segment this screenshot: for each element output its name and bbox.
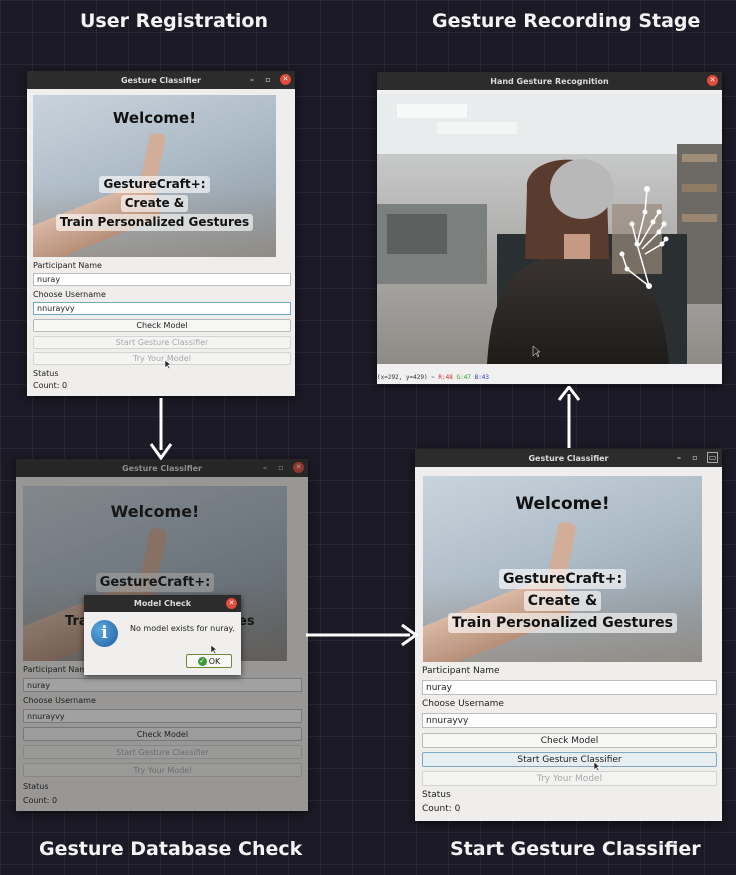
- maximize-icon[interactable]: ▫: [265, 75, 271, 84]
- close-icon[interactable]: ✕: [293, 462, 304, 473]
- close-icon[interactable]: ✕: [280, 74, 291, 85]
- check-model-button[interactable]: Check Model: [23, 727, 302, 741]
- close-icon[interactable]: ✕: [226, 598, 237, 609]
- maximize-icon[interactable]: ▫: [278, 463, 284, 472]
- stage-title-gesture-recording: Gesture Recording Stage: [432, 10, 701, 32]
- start-classifier-button[interactable]: Start Gesture Classifier: [23, 745, 302, 759]
- model-check-dialog: Model Check ✕ i No model exists for nura…: [84, 595, 241, 675]
- minimize-icon[interactable]: –: [250, 75, 254, 84]
- maximize-icon[interactable]: ▫: [692, 453, 698, 462]
- start-classifier-window: Gesture Classifier – ▫ ▭ Welcome! Gestur…: [415, 449, 722, 821]
- cursor-icon: [164, 359, 172, 369]
- participant-name-input[interactable]: nuray: [33, 273, 291, 286]
- status-label: Status: [33, 369, 59, 378]
- check-model-button[interactable]: Check Model: [422, 733, 717, 748]
- camera-feed: [377, 94, 722, 364]
- check-icon: ✓: [197, 656, 207, 666]
- banner-partial-right: es: [238, 614, 255, 629]
- username-label: Choose Username: [23, 696, 96, 705]
- banner-line-train: Train Personalized Gestures: [448, 613, 677, 633]
- window-title: Gesture Classifier: [121, 463, 202, 473]
- cursor-icon: [593, 761, 601, 771]
- participant-name-input[interactable]: nuray: [422, 680, 717, 695]
- pixel-readout: (x=292, y=429) ~ R:48 G:47 B:43: [377, 374, 489, 381]
- participant-name-label: Participant Name: [422, 666, 500, 676]
- welcome-heading: Welcome!: [110, 502, 200, 521]
- start-classifier-button[interactable]: Start Gesture Classifier: [422, 752, 717, 767]
- try-model-button[interactable]: Try Your Model: [33, 352, 291, 365]
- count-label: Count: 0: [23, 796, 58, 805]
- banner-title: GestureCraft+:: [99, 176, 210, 193]
- username-label: Choose Username: [422, 699, 504, 709]
- username-input[interactable]: nnurayvy: [422, 713, 717, 728]
- g-readout: G:47: [456, 374, 471, 381]
- b-readout: B:43: [474, 374, 490, 381]
- stage-title-user-registration: User Registration: [80, 10, 268, 32]
- window-title: Gesture Classifier: [528, 453, 609, 463]
- participant-name-label: Participant Name: [33, 261, 102, 270]
- window-title: Gesture Classifier: [120, 75, 201, 85]
- minimize-icon[interactable]: –: [677, 453, 681, 462]
- try-model-button[interactable]: Try Your Model: [422, 771, 717, 786]
- username-label: Choose Username: [33, 290, 106, 299]
- banner-line-train: Train Personalized Gestures: [55, 214, 254, 231]
- window-titlebar: Gesture Classifier – ▫ ▭: [415, 449, 722, 467]
- status-label: Status: [422, 790, 451, 800]
- check-model-button[interactable]: Check Model: [33, 319, 291, 332]
- participant-name-input[interactable]: nuray: [23, 678, 302, 692]
- count-label: Count: 0: [422, 804, 461, 814]
- banner-title: GestureCraft+:: [95, 573, 215, 592]
- stage-title-database-check: Gesture Database Check: [39, 838, 303, 860]
- username-input[interactable]: nnurayvy: [23, 709, 302, 723]
- status-label: Status: [23, 782, 49, 791]
- dialog-message: No model exists for nuray.: [130, 624, 235, 633]
- participant-name-label: Participant Nam: [23, 665, 88, 674]
- arrow-down: [149, 398, 173, 460]
- window-titlebar: Hand Gesture Recognition ✕: [377, 72, 722, 90]
- banner-line-create: Create &: [523, 591, 602, 611]
- count-label: Count: 0: [33, 381, 68, 390]
- banner-partial-left: Tra: [65, 614, 88, 629]
- arrow-up: [557, 386, 581, 448]
- start-classifier-button[interactable]: Start Gesture Classifier: [33, 336, 291, 349]
- window-titlebar: Gesture Classifier – ▫ ✕: [27, 71, 295, 89]
- welcome-heading: Welcome!: [515, 494, 610, 514]
- stage-title-start-classifier: Start Gesture Classifier: [450, 838, 701, 860]
- coords-readout: (x=292, y=429) ~: [377, 374, 435, 381]
- welcome-banner: Welcome! GestureCraft+: Create & Train P…: [423, 476, 702, 662]
- try-model-button[interactable]: Try Your Model: [23, 763, 302, 777]
- username-input[interactable]: nnurayvy: [33, 302, 291, 315]
- database-check-window: Gesture Classifier – ▫ ✕ Welcome! Gestur…: [16, 459, 308, 811]
- dialog-title: Model Check: [133, 599, 192, 608]
- welcome-heading: Welcome!: [112, 109, 197, 127]
- arrow-right: [306, 623, 418, 647]
- banner-title: GestureCraft+:: [498, 569, 627, 589]
- minimize-icon[interactable]: –: [263, 463, 267, 472]
- r-readout: R:48: [438, 374, 453, 381]
- dialog-titlebar: Model Check ✕: [84, 595, 241, 612]
- banner-line-create: Create &: [120, 195, 189, 212]
- ok-label: OK: [208, 656, 221, 666]
- window-menu-icon[interactable]: ▭: [707, 452, 718, 463]
- cursor-icon: [210, 644, 218, 654]
- registration-window: Gesture Classifier – ▫ ✕ Welcome! Gestur…: [27, 71, 295, 396]
- welcome-banner: Welcome! GestureCraft+: Create & Train P…: [33, 95, 276, 257]
- window-title: Hand Gesture Recognition: [490, 76, 609, 86]
- recognition-window: Hand Gesture Recognition ✕: [377, 72, 722, 384]
- window-titlebar: Gesture Classifier – ▫ ✕: [16, 459, 308, 477]
- ok-button[interactable]: ✓ OK: [186, 654, 232, 668]
- close-icon[interactable]: ✕: [707, 75, 718, 86]
- info-icon: i: [91, 620, 118, 647]
